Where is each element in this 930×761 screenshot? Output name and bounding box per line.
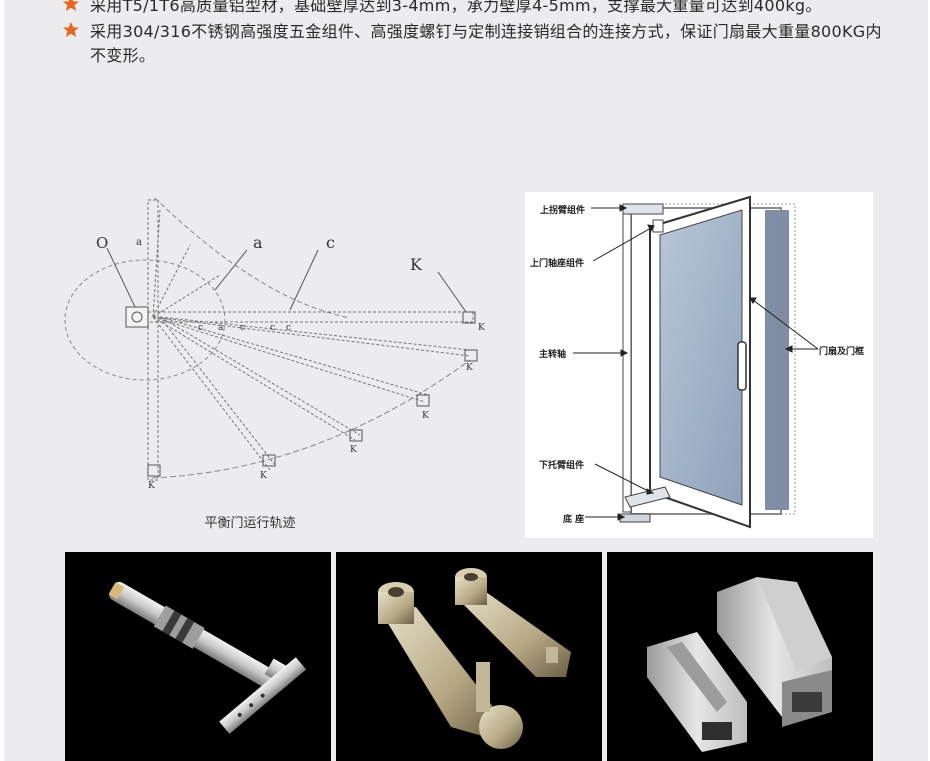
profile-photo xyxy=(607,552,873,761)
label-a-small: a xyxy=(136,237,142,248)
label-o: O xyxy=(96,234,108,252)
label-c-small: c xyxy=(286,323,291,333)
label-k-small: K xyxy=(478,323,485,333)
door-diagram: 上拐臂组件 上门轴座组件 主转轴 门扇及门框 下托臂组件 底 座 xyxy=(525,192,873,538)
shaft-arm-photo xyxy=(65,552,331,761)
label-a-small: a xyxy=(218,323,224,333)
feature-text: 采用304/316不锈钢高强度五金组件、高强度螺钉与定制连接销组合的连接方式，保… xyxy=(90,22,882,65)
label-upper-arm: 上拐臂组件 xyxy=(540,206,586,216)
label-upper-axis: 上门轴座组件 xyxy=(530,259,585,269)
trajectory-diagram: O a c K a c a c c c K K K K K K xyxy=(60,190,520,495)
star-icon xyxy=(62,0,80,13)
bracket-photo xyxy=(336,552,602,761)
label-lower-arm: 下托臂组件 xyxy=(539,461,585,471)
label-k-small: K xyxy=(422,411,429,421)
label-main-axis: 主转轴 xyxy=(539,350,567,360)
label-k: K xyxy=(410,255,423,274)
star-icon xyxy=(62,21,80,39)
label-k-small: K xyxy=(148,481,155,491)
label-base: 底 座 xyxy=(563,515,585,525)
feature-item: 采用304/316不锈钢高强度五金组件、高强度螺钉与定制连接销组合的连接方式，保… xyxy=(62,20,882,68)
label-c-small: c xyxy=(270,323,275,333)
feature-item: 采用T5/1T6高质量铝型材，基础壁厚达到3-4mm，承力壁厚4-5mm，支撑最… xyxy=(62,0,882,18)
label-a: a xyxy=(253,233,263,252)
label-leaf-frame: 门扇及门框 xyxy=(819,347,865,357)
label-k-small: K xyxy=(350,445,357,455)
feature-list: 采用T5/1T6高质量铝型材，基础壁厚达到3-4mm，承力壁厚4-5mm，支撑最… xyxy=(62,0,882,68)
label-c: c xyxy=(326,233,335,252)
trajectory-caption: 平衡门运行轨迹 xyxy=(204,516,296,531)
label-c-small: c xyxy=(198,323,203,333)
feature-text: 采用T5/1T6高质量铝型材，基础壁厚达到3-4mm，承力壁厚4-5mm，支撑最… xyxy=(90,0,822,15)
label-k-small: K xyxy=(466,363,473,373)
label-k-small: K xyxy=(260,471,267,481)
label-c-small: c xyxy=(240,323,245,333)
